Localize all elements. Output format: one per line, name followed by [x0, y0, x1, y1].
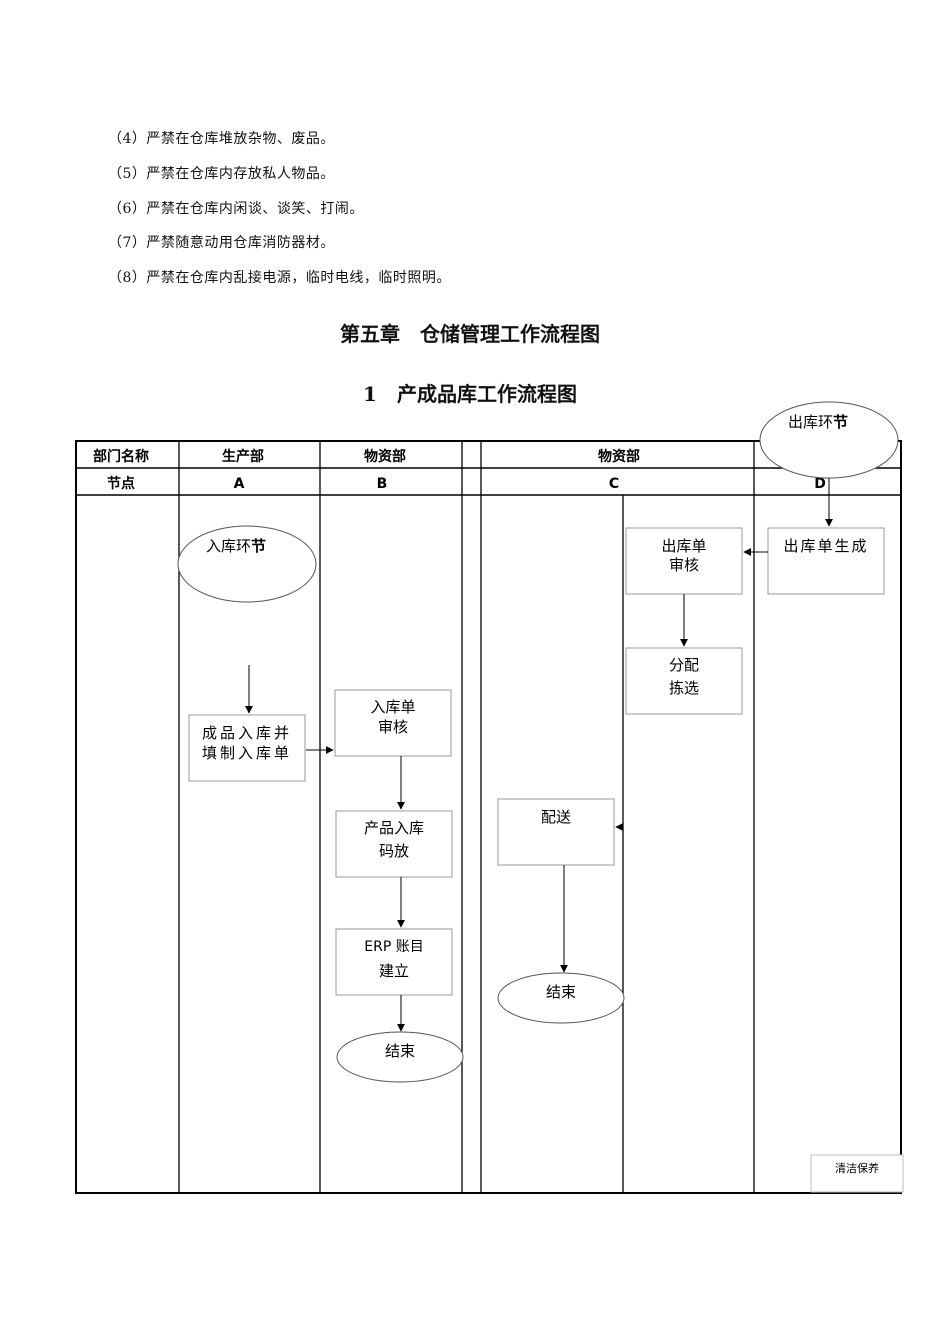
inbound-start-ellipse [177, 525, 317, 603]
rule-4: （4）严禁在仓库堆放杂物、废品。 [108, 131, 335, 147]
node-pick-line1: 分配 [669, 656, 699, 674]
node-c-end-ellipse [497, 972, 625, 1024]
header-col-c: 物资部 [598, 448, 640, 465]
rule-7: （7）严禁随意动用仓库消防器材。 [108, 235, 335, 251]
node-stack-line1: 产品入库 [364, 819, 424, 837]
node-outbound-review-line2: 审核 [669, 556, 699, 574]
table-frame [75, 440, 902, 1194]
corner-note-label: 清洁保养 [835, 1161, 879, 1175]
node-b-end-label: 结束 [385, 1042, 415, 1060]
inbound-start-label: 入库环节 [206, 537, 266, 555]
node-deliver-label: 配送 [541, 808, 571, 826]
node-pick-box [625, 647, 743, 715]
node-deliver-box [497, 798, 615, 866]
node-pick-line2: 拣选 [669, 679, 699, 697]
node-register-line1: 成品入库并 [202, 724, 292, 742]
node-inbound-review-line2: 审核 [378, 718, 408, 736]
header-col-b: 物资部 [364, 448, 406, 465]
header-col-a: 生产部 [222, 448, 264, 465]
header-node-b: B [377, 476, 388, 492]
chapter-title: 第五章 仓储管理工作流程图 [340, 322, 600, 346]
rule-8: （8）严禁在仓库内乱接电源，临时电线，临时照明。 [108, 270, 451, 286]
corner-note-box [810, 1154, 904, 1193]
node-outbound-review-line1: 出库单 [661, 537, 706, 555]
node-register-line2: 填制入库单 [202, 744, 292, 762]
node-stack-line2: 码放 [379, 842, 409, 860]
node-inbound-review-box [334, 689, 452, 757]
flowchart: 部门名称 生产部 物资部 物资部 节点 A B C D 出库环节 入库环节 成品… [75, 401, 904, 1194]
node-erp-line1: ERP 账目 [364, 939, 423, 955]
node-erp-line2: 建立 [379, 962, 409, 980]
header-node-a: A [234, 476, 245, 492]
outbound-start-label: 出库环节 [788, 413, 848, 431]
node-erp-box [335, 928, 453, 996]
node-generate-label: 出库单生成 [783, 537, 868, 555]
node-b-end-ellipse [336, 1031, 464, 1083]
section-title: 1 产成品库工作流程图 [363, 382, 577, 406]
header-dept-name: 部门名称 [93, 448, 149, 465]
node-c-end-label: 结束 [546, 983, 576, 1001]
node-stack-box [335, 810, 453, 878]
node-inbound-review-line1: 入库单 [370, 698, 415, 716]
node-generate-box [767, 527, 885, 595]
rule-6: （6）严禁在仓库内闲谈、谈笑、打闹。 [108, 201, 364, 217]
header-node-label: 节点 [107, 475, 135, 492]
node-outbound-review-box [625, 527, 743, 595]
rule-5: （5）严禁在仓库内存放私人物品。 [108, 166, 335, 182]
header-node-c: C [609, 476, 619, 492]
header-node-d: D [814, 476, 826, 492]
node-register-box [188, 714, 306, 782]
